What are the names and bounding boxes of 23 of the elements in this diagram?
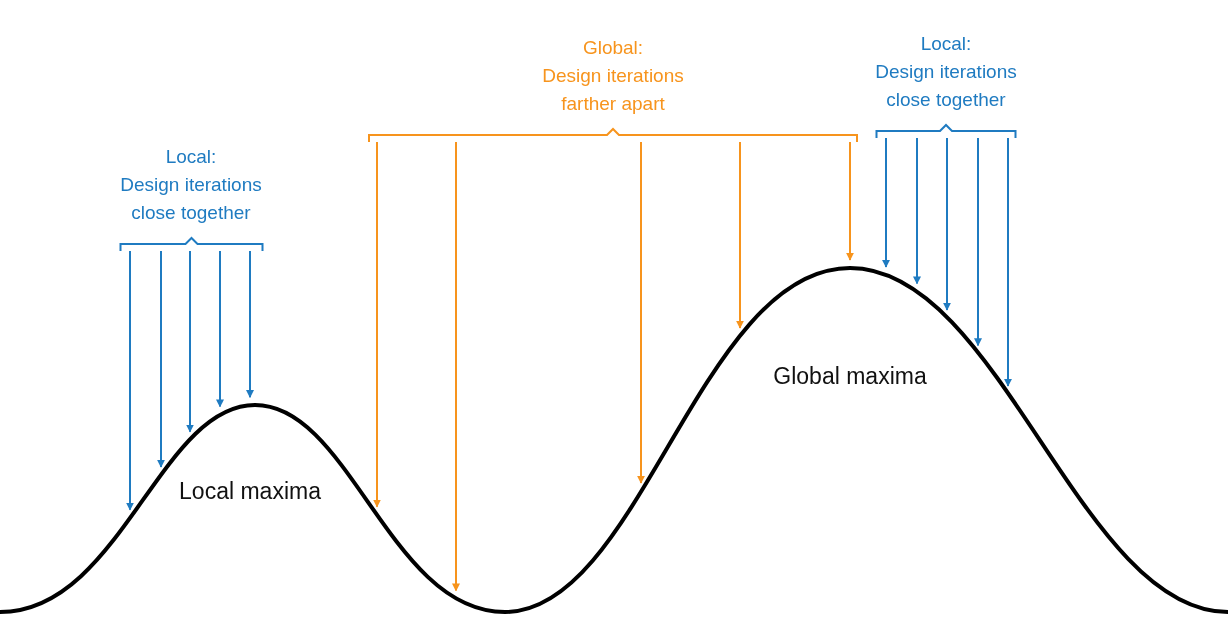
callout-heading: Local: <box>920 32 972 56</box>
arrow <box>126 250 134 511</box>
arrow <box>882 137 890 269</box>
arrow <box>1004 137 1012 388</box>
arrow <box>452 141 460 592</box>
arrow <box>974 137 982 347</box>
peak-label: Local maxima <box>179 478 321 505</box>
arrow <box>637 141 645 484</box>
callout-text: Design iterations farther apart <box>541 64 685 116</box>
arrow <box>246 250 254 399</box>
arrow <box>186 250 194 433</box>
peak-label: Global maxima <box>773 363 927 390</box>
arrow <box>157 250 165 468</box>
arrow <box>736 141 744 329</box>
callout-text: Design iterations close together <box>119 173 263 225</box>
callout-text: Design iterations close together <box>874 60 1018 112</box>
callout-heading: Global: <box>582 36 644 60</box>
callout-heading: Local: <box>165 145 217 169</box>
arrow <box>913 137 921 285</box>
arrow <box>216 250 224 408</box>
arrow <box>373 141 381 508</box>
arrow <box>846 141 854 261</box>
arrow <box>943 137 951 311</box>
